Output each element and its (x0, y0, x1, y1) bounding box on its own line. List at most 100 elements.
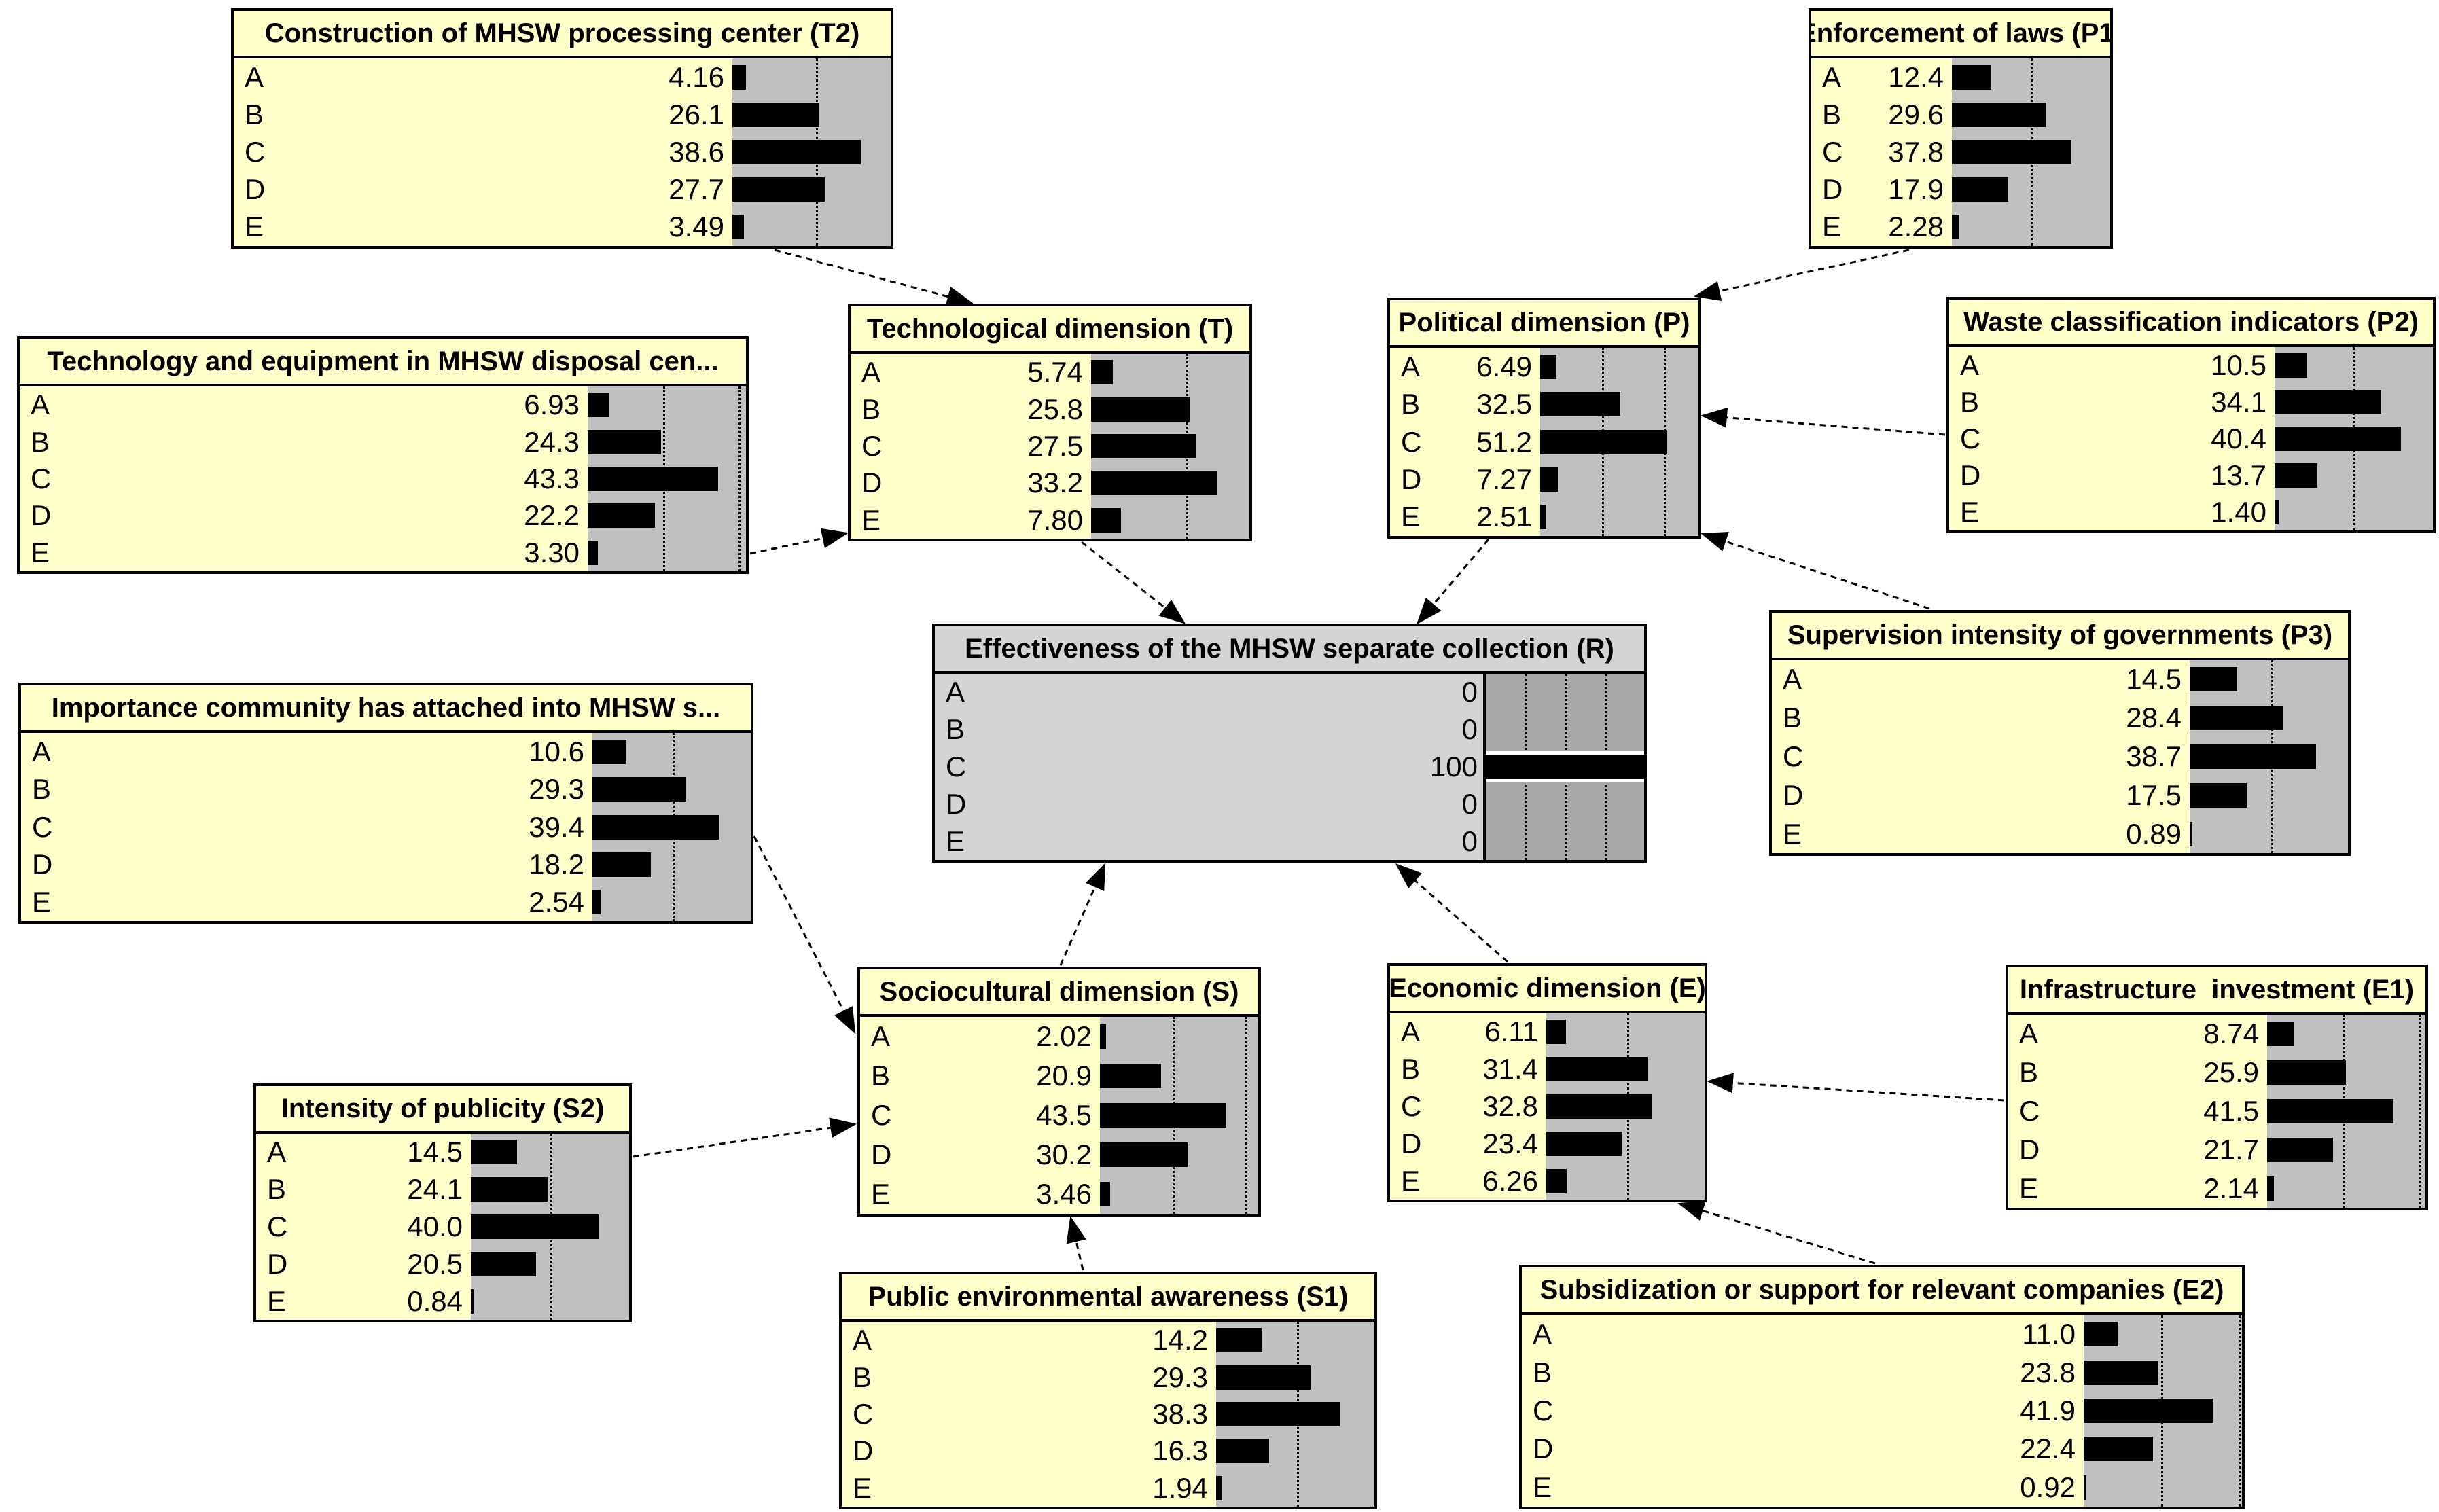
node-tech[interactable]: Technology and equipment in MHSW disposa… (17, 336, 749, 574)
bar-cell (1216, 1433, 1374, 1469)
probability-value: 4.16 (669, 60, 724, 93)
arrow-link-p3-p[interactable] (1701, 532, 1930, 610)
bar-cell (471, 1282, 629, 1320)
arrow-link-imp-s[interactable] (753, 835, 856, 1034)
belief-bar (2267, 1060, 2347, 1085)
arrow-link-tech-t[interactable] (749, 528, 849, 555)
arrow-link-e2-e[interactable] (1677, 1201, 1876, 1265)
node-t2[interactable]: Construction of MHSW processing center (… (231, 8, 893, 249)
state-label: B (853, 1361, 872, 1393)
scale-gridline (1245, 1017, 1248, 1214)
bar-cell (1546, 1088, 1705, 1126)
node-imp[interactable]: Importance community has attached into M… (18, 683, 753, 924)
bar-cell (1216, 1470, 1374, 1507)
belief-bar (1540, 392, 1621, 417)
probability-value: 16.3 (1152, 1435, 1208, 1467)
arrow-link-t2-t[interactable] (774, 249, 974, 307)
belief-bar (1216, 1475, 1223, 1500)
node-e2[interactable]: Subsidization or support for relevant co… (1519, 1265, 2245, 1509)
node-p3[interactable]: Supervision intensity of governments (P3… (1769, 610, 2351, 856)
probability-value: 14.5 (407, 1136, 463, 1168)
bar-cell (2267, 1015, 2425, 1054)
belief-bar (2190, 744, 2317, 769)
bar-cell (2275, 420, 2433, 457)
arrow-link-s1-s[interactable] (1066, 1216, 1086, 1271)
state-label: D (32, 848, 53, 880)
node-title: Public environmental awareness (S1) (842, 1274, 1374, 1322)
state-label: A (1401, 350, 1421, 382)
state-label: D (1960, 459, 1981, 491)
probability-value: 100 (1429, 750, 1478, 782)
arrow-link-t-r[interactable] (1081, 541, 1186, 624)
probability-value: 2.02 (1036, 1020, 1092, 1052)
probability-value: 40.4 (2211, 422, 2266, 454)
bar-cell (1952, 58, 2110, 96)
probability-value: 0 (1461, 676, 1478, 708)
belief-bar (732, 140, 861, 164)
bar-cell (1486, 785, 1644, 823)
state-label: A (871, 1020, 891, 1052)
state-label: E (1960, 496, 1980, 528)
arrow-link-p-r[interactable] (1417, 539, 1490, 625)
belief-bar (2084, 1399, 2214, 1424)
bar-cell (588, 497, 746, 534)
state-label: E (853, 1471, 872, 1504)
belief-bar (1546, 1094, 1652, 1119)
arrow-link-e1-e[interactable] (1707, 1073, 2005, 1102)
belief-bar (2267, 1022, 2294, 1047)
state-label: C (1401, 1090, 1422, 1122)
bar-cell (588, 423, 746, 460)
belief-bar (1216, 1402, 1340, 1427)
state-label: D (1783, 778, 1804, 811)
state-label: B (32, 773, 52, 806)
arrow-link-e-r[interactable] (1395, 863, 1508, 963)
arrow-link-s-r[interactable] (1059, 863, 1106, 966)
belief-bar (1540, 354, 1556, 379)
bar-cell (1091, 465, 1249, 501)
belief-bar (588, 540, 598, 565)
probability-value: 29.3 (529, 773, 584, 806)
belief-bar (1952, 65, 1991, 90)
node-title: Effectiveness of the MHSW separate colle… (935, 626, 1644, 674)
probability-value: 27.7 (669, 173, 724, 206)
belief-bar (471, 1289, 474, 1314)
arrow-link-p2-p[interactable] (1701, 407, 1946, 436)
arrow-link-p1-p[interactable] (1694, 249, 1910, 302)
node-r[interactable]: Effectiveness of the MHSW separate colle… (932, 624, 1647, 863)
belief-bar (2275, 353, 2308, 378)
arrow-link-s2-s[interactable] (633, 1117, 857, 1158)
state-label: B (31, 425, 50, 458)
